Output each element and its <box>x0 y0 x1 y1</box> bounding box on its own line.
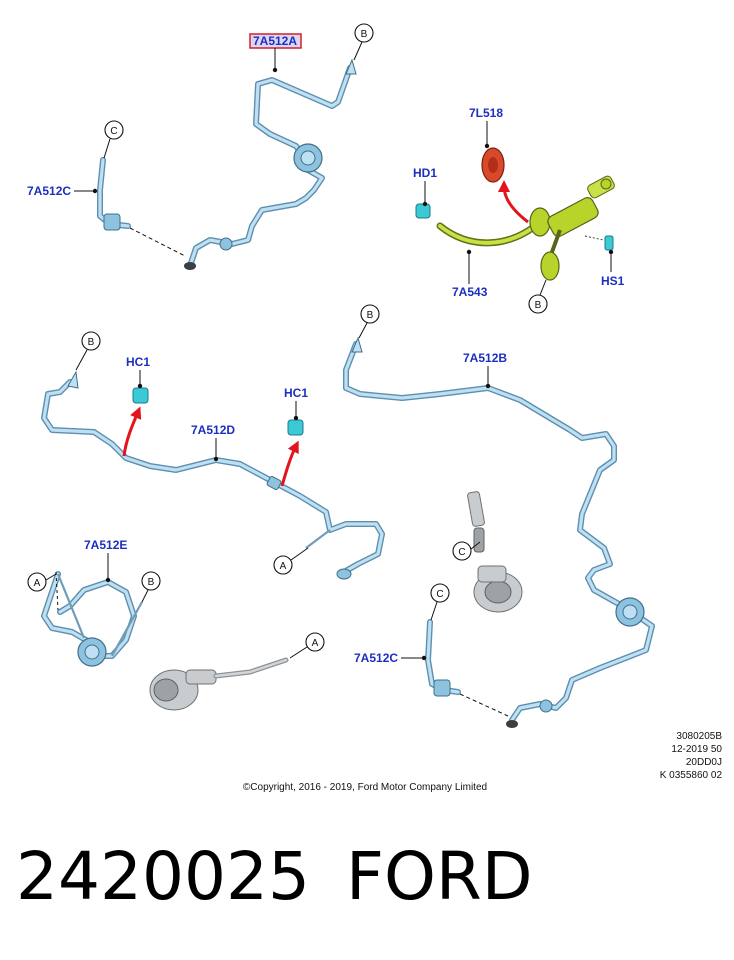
svg-text:A: A <box>34 578 41 589</box>
master-cylinder-assembly <box>415 175 615 281</box>
svg-text:C: C <box>436 589 443 600</box>
callout-b-mid-left: B <box>75 331 101 371</box>
label-7A512B: 7A512B <box>463 351 507 389</box>
callout-c-mid: C <box>452 541 481 561</box>
callout-b-top: B <box>353 23 374 61</box>
svg-text:HC1: HC1 <box>284 386 308 400</box>
label-7A543: 7A543 <box>452 249 488 299</box>
svg-text:HC1: HC1 <box>126 355 150 369</box>
clip-icon <box>287 419 304 436</box>
red-arrow-icon <box>280 440 299 487</box>
pipe-7A512E <box>41 571 143 667</box>
svg-text:7A512E: 7A512E <box>84 538 127 552</box>
clip-hd1-icon <box>415 203 431 219</box>
svg-text:B: B <box>361 29 368 40</box>
label-7A512C-top: 7A512C <box>27 184 98 198</box>
reservoir-7L518 <box>481 147 529 224</box>
code-line-4: K 0355860 02 <box>659 770 722 781</box>
label-text-7A512C-top: 7A512C <box>27 184 71 198</box>
clip-hc1-right <box>280 419 304 487</box>
pipe-7A512C-bottom <box>425 619 509 717</box>
pipe-7A512A <box>184 58 357 270</box>
svg-text:B: B <box>88 337 95 348</box>
callout-c-top: C <box>103 120 124 159</box>
callout-b-mid-right: B <box>358 304 380 339</box>
brand-name: FORD <box>346 838 533 915</box>
red-arrow-icon <box>498 180 529 224</box>
callout-a-bottom: A <box>289 632 325 659</box>
svg-text:HD1: HD1 <box>413 166 437 180</box>
code-line-2: 12-2019 50 <box>671 744 722 755</box>
pipe-7A512B <box>343 336 655 728</box>
svg-text:7A512C: 7A512C <box>354 651 398 665</box>
svg-text:7A512B: 7A512B <box>463 351 507 365</box>
part-number: 2420025 <box>16 838 310 915</box>
svg-text:7A512D: 7A512D <box>191 423 235 437</box>
label-7L518: 7L518 <box>469 106 503 149</box>
svg-text:7A543: 7A543 <box>452 285 488 299</box>
label-7A512D: 7A512D <box>191 423 235 462</box>
svg-text:A: A <box>280 561 287 572</box>
code-line-1: 3080205B <box>676 731 722 742</box>
label-HS1: HS1 <box>601 249 625 288</box>
code-line-3: 20DD0J <box>685 757 722 768</box>
svg-text:A: A <box>312 638 319 649</box>
pipe-7A512C-top <box>97 157 186 257</box>
label-7A512C-bottom: 7A512C <box>354 651 427 665</box>
label-7A512A: 7A512A <box>249 33 302 73</box>
svg-text:C: C <box>458 547 465 558</box>
copyright-text: ©Copyright, 2016 - 2019, Ford Motor Comp… <box>242 782 488 793</box>
screw-hs1-icon <box>604 235 614 251</box>
clip-icon <box>132 387 149 404</box>
svg-text:B: B <box>367 310 374 321</box>
svg-text:B: B <box>535 300 542 311</box>
callout-b-left: B <box>141 571 161 603</box>
callout-c-bottom: C <box>430 583 450 621</box>
svg-text:C: C <box>110 126 117 137</box>
clip-hc1-left <box>122 387 149 457</box>
svg-text:7L518: 7L518 <box>469 106 503 120</box>
svg-text:HS1: HS1 <box>601 274 625 288</box>
label-HC1-right: HC1 <box>284 386 308 421</box>
pipe-7A512D <box>41 370 385 580</box>
label-7A512E: 7A512E <box>84 538 127 583</box>
slave-cylinder-right <box>467 491 523 613</box>
label-text-7A512A: 7A512A <box>253 34 297 48</box>
clutch-hydraulic-diagram: 7A512A B C 7A512C 7L518 <box>27 23 655 728</box>
slave-cylinder-bottom <box>149 657 289 711</box>
callout-a-mid: A <box>273 547 309 575</box>
callout-b-assembly: B <box>528 279 548 314</box>
label-HD1: HD1 <box>413 166 437 207</box>
red-arrow-icon <box>122 406 142 457</box>
svg-text:B: B <box>148 577 155 588</box>
callout-a-left: A <box>27 572 57 592</box>
label-HC1-left: HC1 <box>126 355 150 389</box>
